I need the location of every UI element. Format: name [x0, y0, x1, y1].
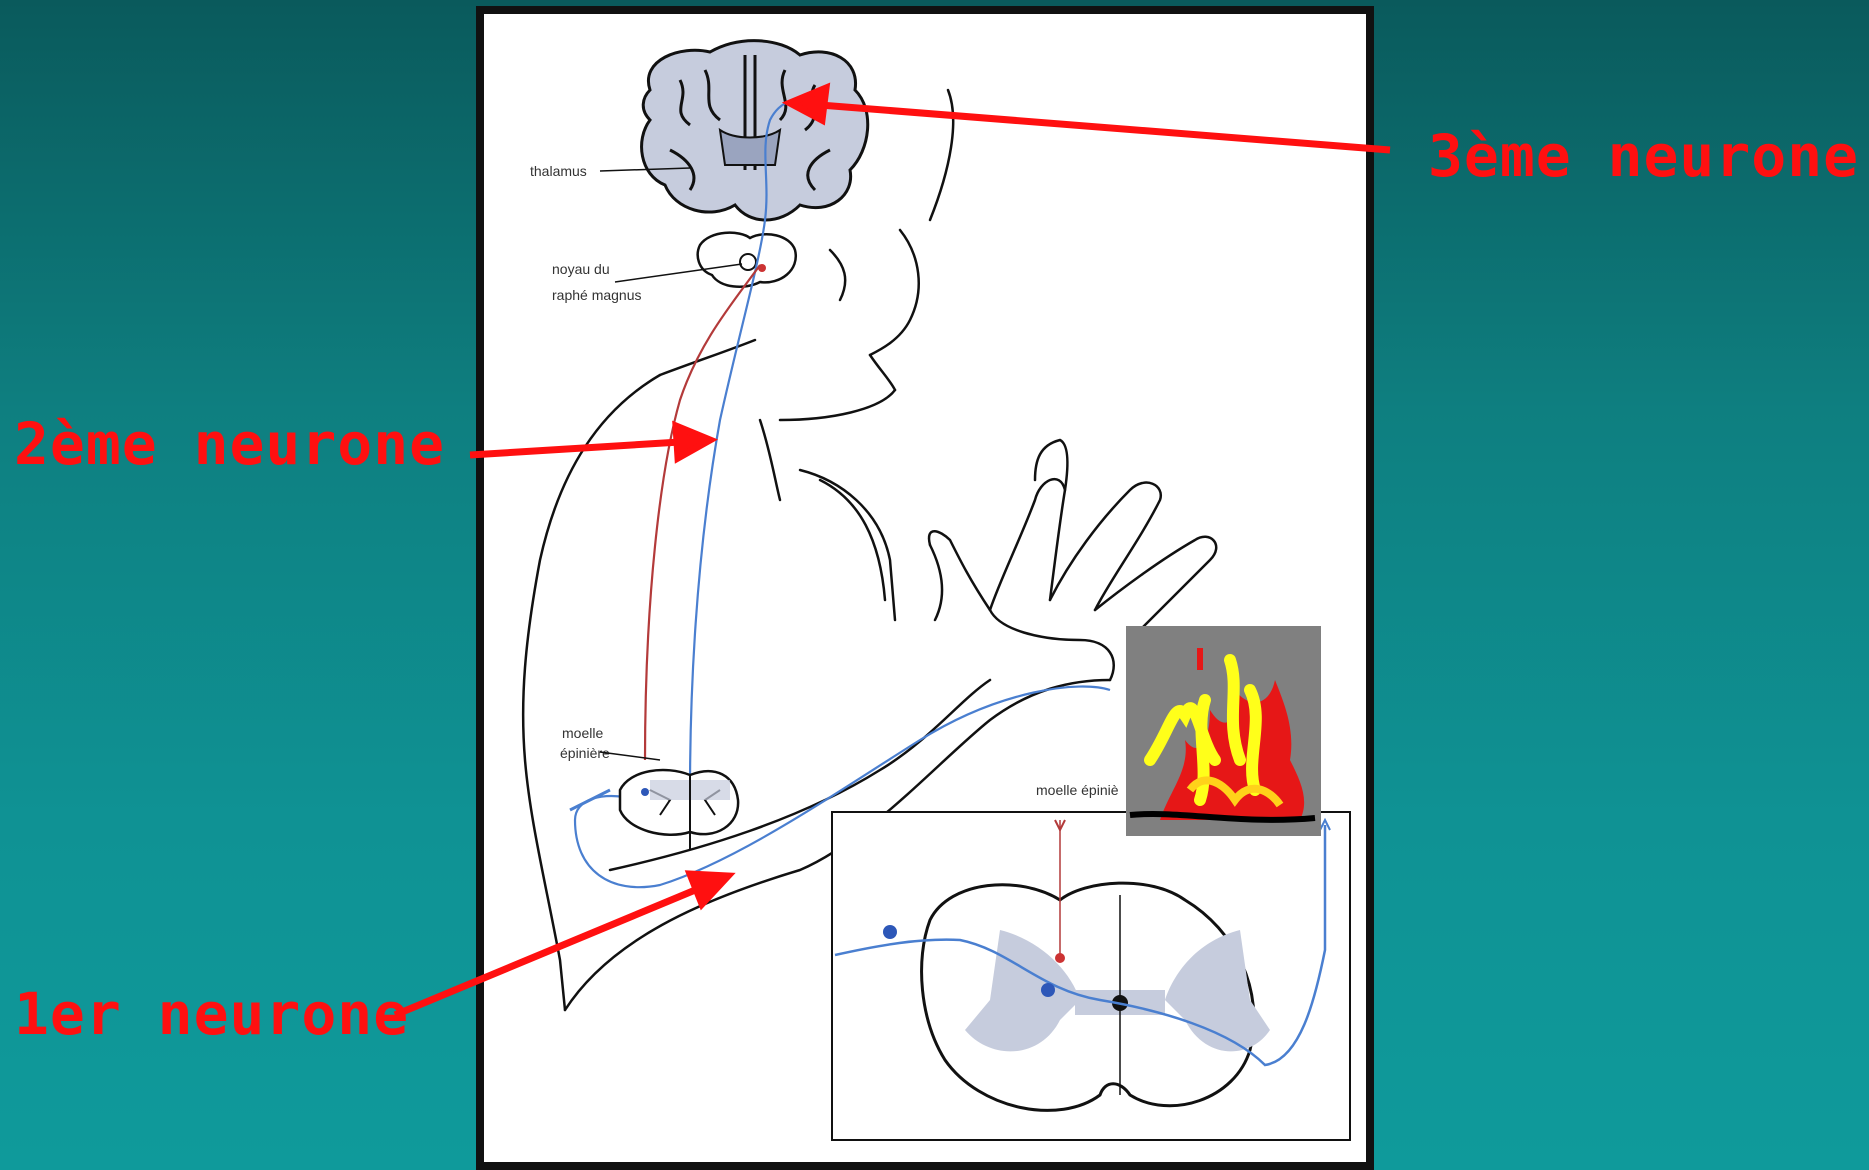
label-1er-neurone: 1er neurone: [14, 980, 409, 1048]
diagram-labels: thalamus noyau du raphé magnus moelle ép…: [530, 163, 1119, 798]
noyau-label-line1: noyau du: [552, 261, 610, 277]
arrowhead-2eme: [676, 426, 710, 458]
inset-panel: [832, 812, 1350, 1140]
noyau-label-line2: raphé magnus: [552, 287, 642, 303]
arrow-3eme-neurone: [820, 105, 1390, 150]
inset-moelle-label: moelle épiniè: [1036, 782, 1119, 798]
pathways: [575, 98, 1110, 887]
brain-illustration: [642, 41, 868, 287]
pain-flame-image: [1126, 626, 1321, 836]
moelle-label-line1: moelle: [562, 725, 603, 741]
label-3eme-neurone: 3ème neurone: [1428, 122, 1859, 190]
spinal-cord-small: [570, 770, 738, 850]
arrow-1er-neurone: [395, 888, 700, 1015]
label-2eme-neurone: 2ème neurone: [14, 410, 445, 478]
thalamus-label: thalamus: [530, 163, 587, 179]
arrow-2eme-neurone: [470, 442, 680, 455]
arrowhead-1er: [690, 874, 728, 904]
